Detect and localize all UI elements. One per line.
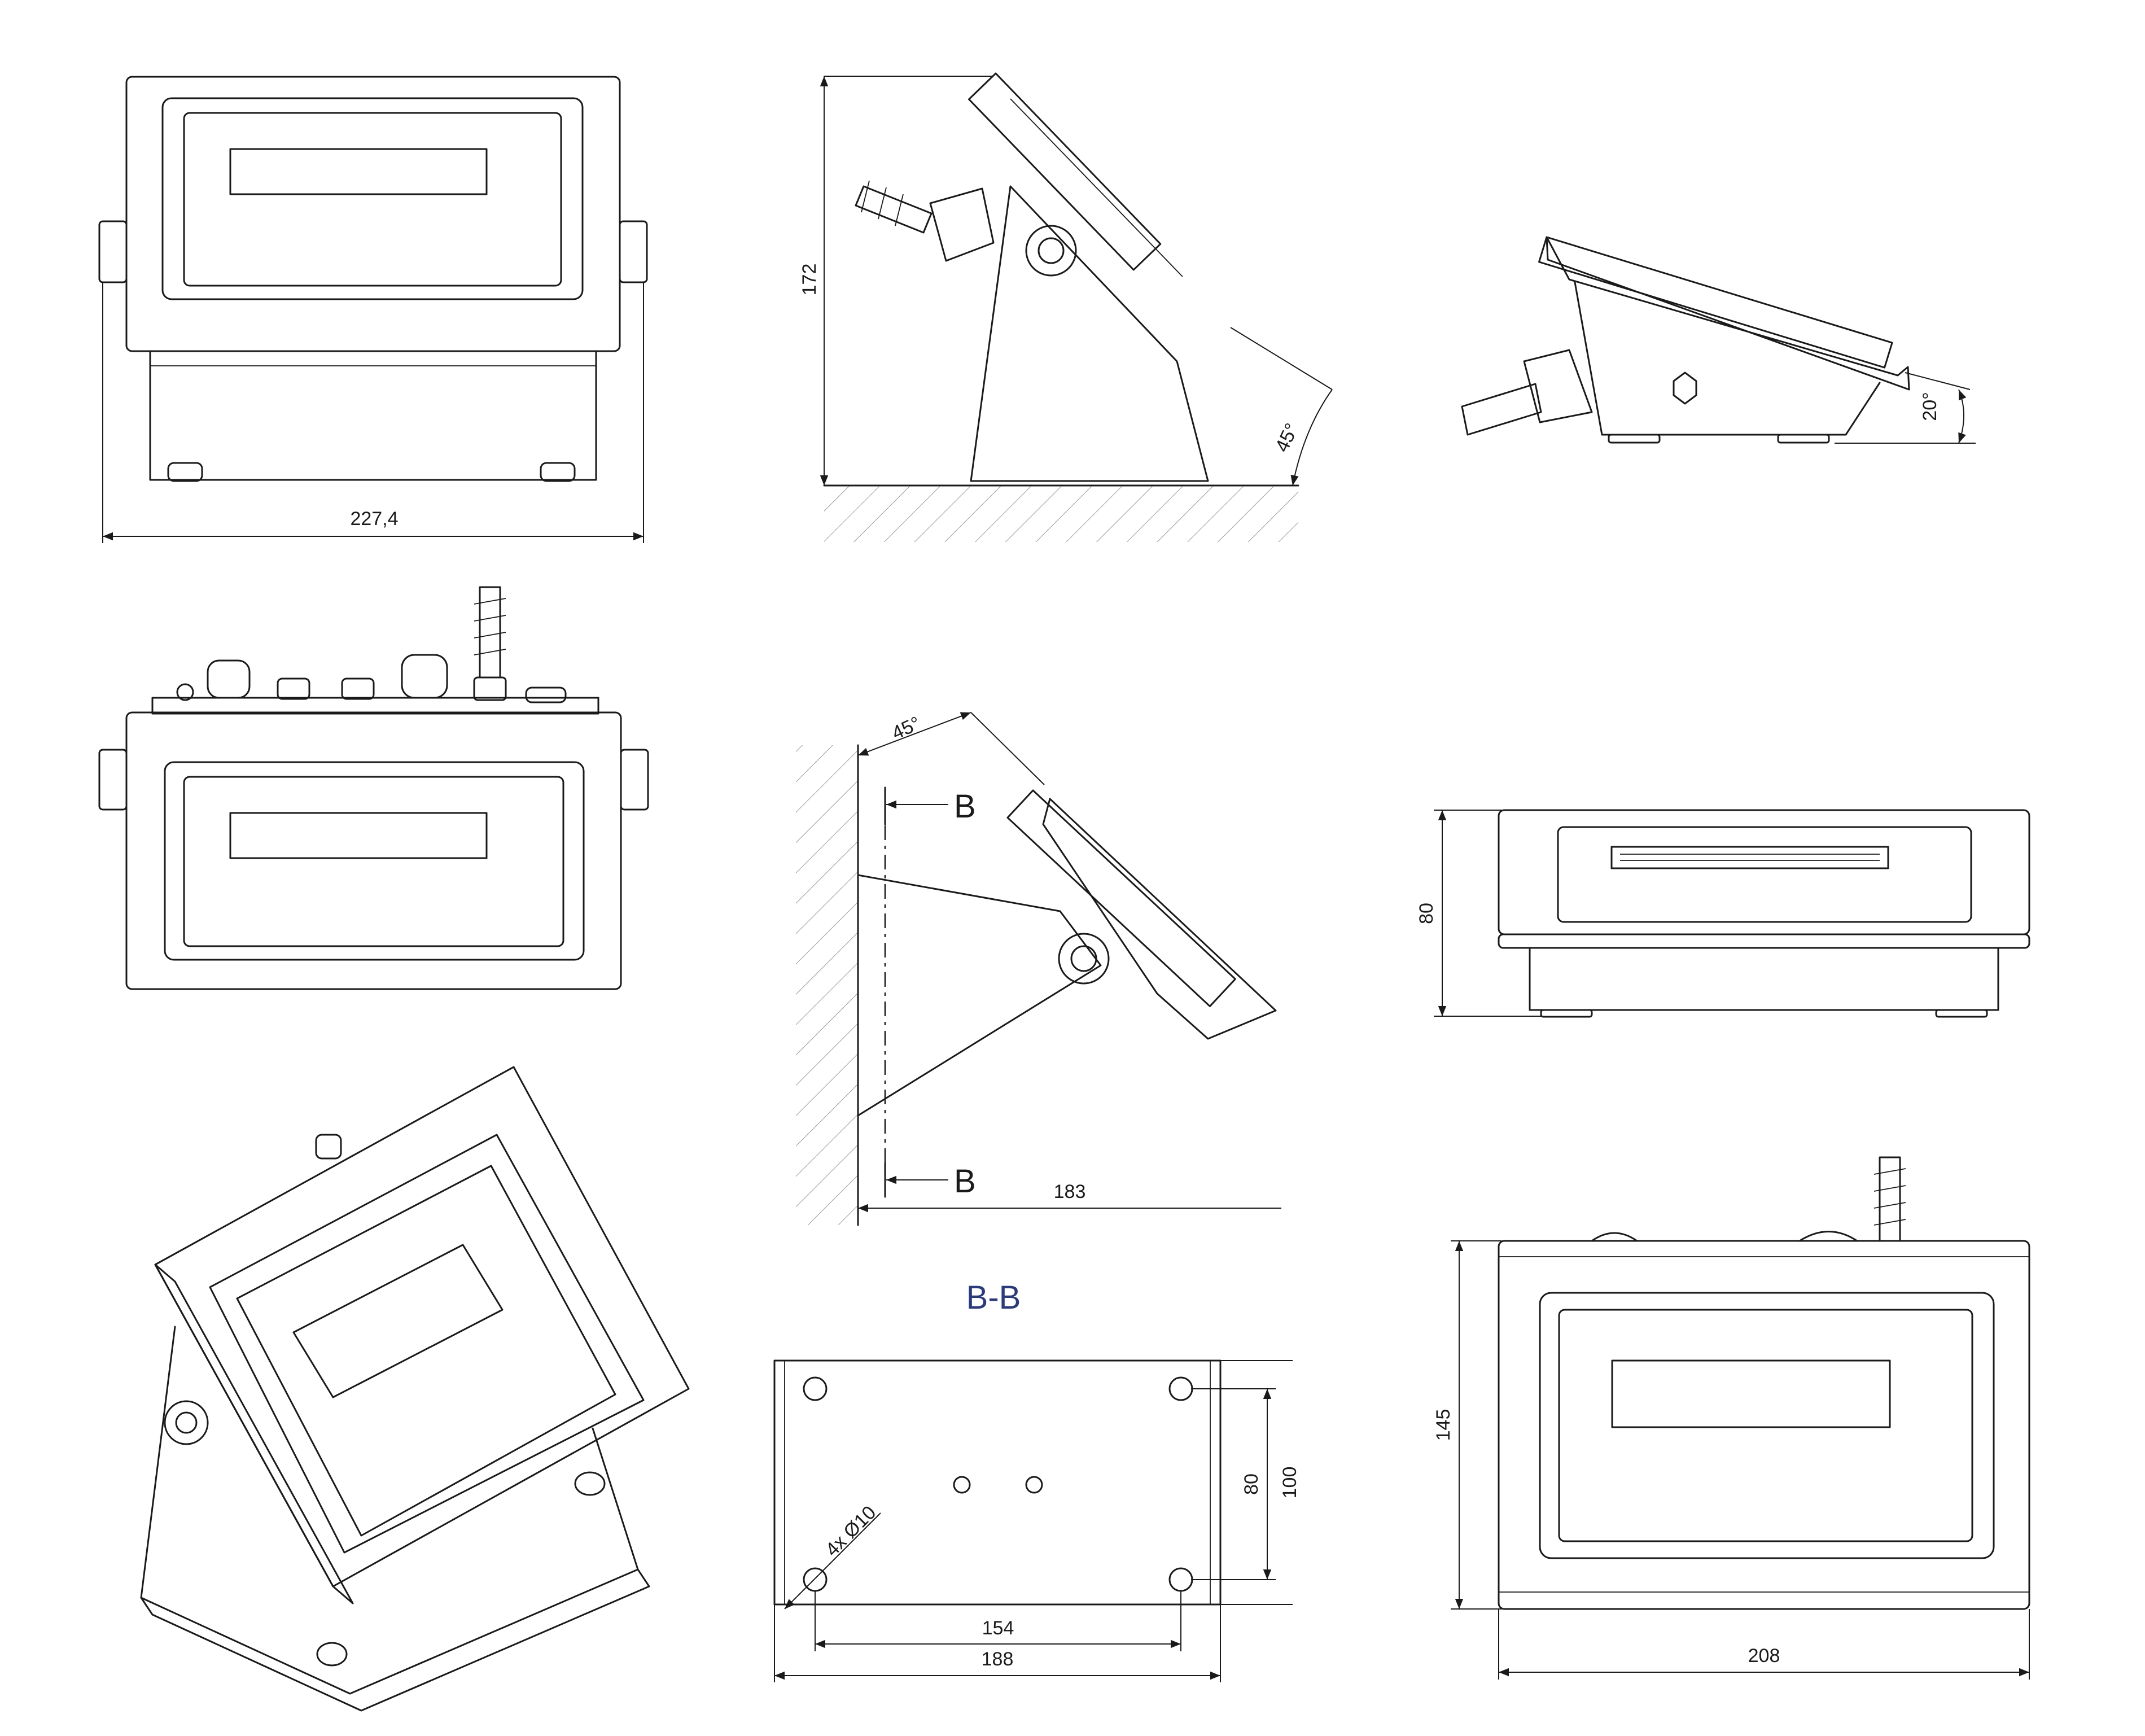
section-title: B-B [966,1279,1021,1316]
dimension-wall-angle: 45° [857,712,1045,785]
dimension-front-width: 227,4 [102,282,644,543]
side-angle-label: 20° [1919,392,1941,421]
wall-hatch [796,745,858,1225]
center-hole [953,1476,971,1494]
mount-hole [803,1376,828,1401]
front-view-stand [98,76,648,482]
dimension-side-angle: 20° [1835,372,1976,444]
dimension-top-width: 208 [1498,1609,2030,1680]
hole-spec-label: 4x Ø10 [821,1502,880,1560]
stand-height-label: 172 [799,264,820,296]
section-bb-base: 4x Ø10 [773,1359,1222,1610]
section-mark-bottom: B [954,1163,976,1200]
tilt-angle-label: 45° [1271,420,1303,456]
side-view-desk [1461,236,1910,444]
desk-height-label: 80 [1416,903,1437,924]
dimension-tilt-angle: 45° [1230,327,1333,486]
section-mark-top: B [954,788,976,825]
wall-angle-label: 45° [888,712,924,744]
center-hole [1025,1476,1043,1494]
front-view-connectors [98,586,649,990]
hole-spacing-label: 154 [982,1617,1014,1639]
wall-depth-label: 183 [1054,1181,1086,1202]
mount-hole [1168,1567,1193,1592]
dimension-wall-depth: 183 [858,1181,1281,1213]
mount-hole [1168,1376,1193,1401]
dimension-desk-height: 80 [1416,810,1541,1017]
top-view [1498,1156,2030,1610]
dimension-stand-height: 172 [799,76,993,486]
isometric-view [140,1066,690,1712]
top-depth-label: 145 [1433,1409,1454,1441]
dimension-base-height: 80 100 [1191,1360,1301,1605]
dimension-hole-spacing: 154 [815,1591,1181,1651]
base-width-label: 188 [982,1648,1014,1670]
dimension-base-width: 188 [774,1604,1221,1682]
floor-hatch [824,486,1298,542]
front-view-desk [1498,809,2030,1018]
mount-hole [803,1567,828,1592]
base-height-outer-label: 100 [1279,1467,1301,1499]
top-width-label: 208 [1748,1645,1780,1667]
front-width-label: 227,4 [350,508,398,530]
side-view-wall: B B [796,744,1277,1226]
side-view-floor [823,72,1299,542]
dimension-top-depth: 145 [1433,1240,1502,1610]
base-height-label: 80 [1241,1473,1262,1495]
